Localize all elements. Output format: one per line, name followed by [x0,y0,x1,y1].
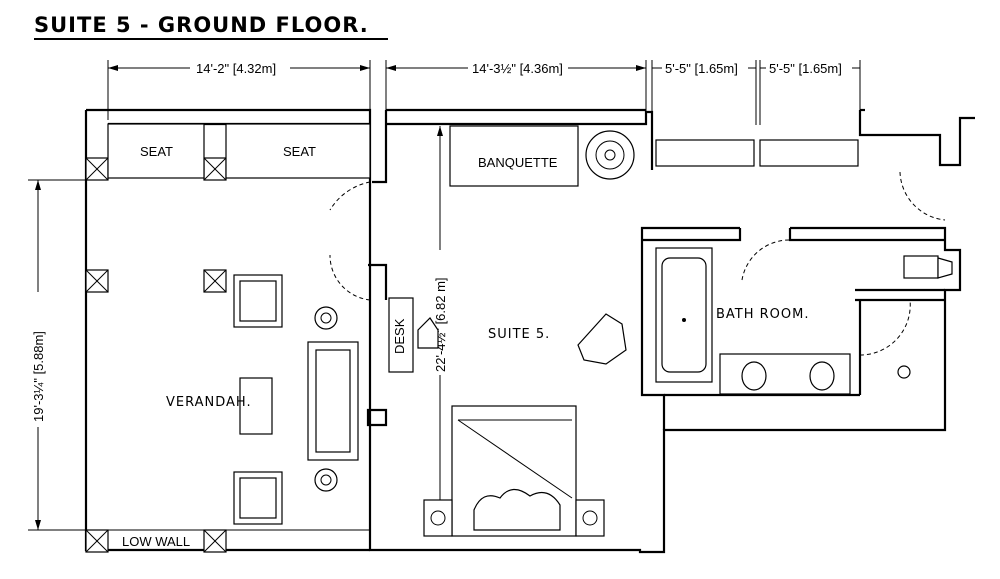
bathroom-label: BATH ROOM. [716,307,810,322]
bedside-table-left [423,499,453,537]
verandah-label: VERANDAH. [166,395,252,410]
banquette-label: BANQUETTE [478,155,558,170]
low-wall-label: LOW WALL [122,534,190,549]
louvre-windows [655,139,859,167]
bed [451,405,577,537]
plan-title: SUITE 5 - GROUND FLOOR. [34,13,369,37]
desk-label: DESK [392,318,407,354]
bathroom-door-swing [741,239,791,281]
dim-suite-depth: 22'-4½" [6.82 m] [433,277,448,372]
desk [388,297,414,373]
banquette [449,125,579,187]
seat-2-label: SEAT [283,144,316,159]
seat-1-label: SEAT [140,144,173,159]
side-dimension-lines [28,126,443,531]
dim-verandah-depth: 19'-3¼" [5.88m] [31,331,46,422]
suite-label: SUITE 5. [488,327,550,342]
dim-bay-2: 5'-5" [1.65m] [769,61,842,76]
dim-verandah-width: 14'-2" [4.32m] [196,61,276,76]
columns [85,157,227,553]
desk-chair [417,317,439,349]
dim-suite-width: 14'-3½" [4.36m] [472,61,563,76]
shower [897,365,911,379]
dim-bay-1: 5'-5" [1.65m] [665,61,738,76]
seat-2 [225,123,371,179]
toilet [903,255,953,279]
basins [719,353,851,395]
armchair [577,313,627,365]
seat-1 [107,123,205,179]
verandah-furniture [233,274,359,525]
verandah-door-swing [329,181,371,211]
bedside-table-right [575,499,605,537]
round-table [585,130,635,180]
